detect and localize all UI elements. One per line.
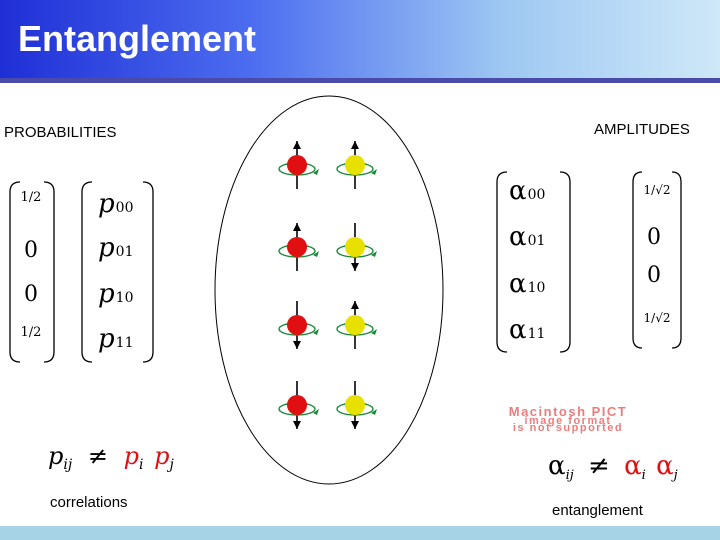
yellow-spin-2 bbox=[336, 301, 377, 349]
amp-vector-entry-2: 0 bbox=[647, 263, 661, 288]
red-spin-0-arrowhead bbox=[293, 141, 301, 149]
red-spin-2 bbox=[278, 301, 319, 349]
prob-vector-entry-0: 1/2 bbox=[21, 190, 42, 205]
spin-pairs bbox=[278, 141, 377, 429]
title-underline bbox=[0, 78, 720, 83]
alpha-vector-entry-0: α00 bbox=[509, 176, 545, 206]
red-spin-2-arrowhead bbox=[293, 341, 301, 349]
entanglement-caption: entanglement bbox=[552, 502, 643, 519]
correlations-caption: correlations bbox=[50, 494, 128, 511]
red-spin-1-arrowhead bbox=[293, 223, 301, 231]
p-vector-entry-3: p11 bbox=[98, 324, 133, 354]
alpha-vector-entry-3: α11 bbox=[509, 315, 545, 345]
yellow-spin-0 bbox=[336, 141, 377, 189]
yellow-spin-1-orbit-arrow bbox=[371, 251, 377, 257]
red-spin-2-ball bbox=[287, 315, 307, 335]
yellow-spin-1-ball bbox=[345, 237, 365, 257]
p-vector-entry-2: p10 bbox=[98, 279, 133, 309]
red-spin-0-ball bbox=[287, 155, 307, 175]
slide-title: Entanglement bbox=[18, 18, 257, 59]
prob-inequality-text: pij ≠ pi pj bbox=[48, 442, 174, 475]
prob-vector-left-bracket bbox=[9, 181, 21, 363]
alpha-vector-entry-2: α10 bbox=[509, 269, 545, 299]
prob-vector-entry-3: 1/2 bbox=[21, 325, 42, 340]
red-spin-1 bbox=[278, 223, 319, 271]
red-spin-3-orbit-arrow bbox=[313, 409, 319, 415]
yellow-spin-0-orbit-arrow bbox=[371, 169, 377, 175]
prob-vector-entry-2: 0 bbox=[24, 282, 38, 307]
p-vector-right-bracket bbox=[142, 181, 154, 363]
pict-warning-placeholder: Macintosh PICT image format is not suppo… bbox=[509, 404, 628, 434]
red-spin-0-orbit-arrow bbox=[313, 169, 319, 175]
amplitudes-heading: AMPLITUDES bbox=[594, 121, 690, 138]
red-spin-0 bbox=[278, 141, 319, 189]
red-spin-1-orbit-arrow bbox=[313, 251, 319, 257]
title-bar bbox=[0, 0, 720, 80]
alpha-vector-left-bracket bbox=[496, 171, 508, 353]
p-vector: p00 p01 p10 p11 bbox=[81, 181, 154, 363]
yellow-spin-3-orbit-arrow bbox=[371, 409, 377, 415]
amp-vector-entry-1: 0 bbox=[647, 225, 661, 250]
prob-vector-entry-1: 0 bbox=[24, 238, 38, 263]
prob-vector-right-bracket bbox=[43, 181, 55, 363]
yellow-spin-2-ball bbox=[345, 315, 365, 335]
alpha-vector: α00 α01 α10 α11 bbox=[496, 171, 571, 353]
yellow-spin-3 bbox=[336, 381, 377, 429]
amp-vector-entry-0: 1/√2 bbox=[644, 183, 671, 197]
red-spin-2-orbit-arrow bbox=[313, 329, 319, 335]
amp-vector-left-bracket bbox=[632, 171, 643, 349]
yellow-spin-3-ball bbox=[345, 395, 365, 415]
yellow-spin-0-arrowhead bbox=[351, 141, 359, 149]
prob-inequality: pij ≠ pi pj bbox=[48, 442, 174, 475]
amp-inequality: αij ≠ αi αj bbox=[548, 451, 678, 486]
yellow-spin-1-arrowhead bbox=[351, 263, 359, 271]
yellow-spin-2-arrowhead bbox=[351, 301, 359, 309]
bottom-bar bbox=[0, 526, 720, 540]
yellow-spin-3-arrowhead bbox=[351, 421, 359, 429]
yellow-spin-0-ball bbox=[345, 155, 365, 175]
probabilities-heading: PROBABILITIES bbox=[4, 124, 117, 141]
amp-vector-entry-3: 1/√2 bbox=[644, 311, 671, 325]
prob-vector: 1/2 0 0 1/2 bbox=[9, 181, 55, 363]
yellow-spin-2-orbit-arrow bbox=[371, 329, 377, 335]
spin-ellipse bbox=[214, 95, 444, 485]
p-vector-entry-0: p00 bbox=[98, 189, 133, 219]
p-vector-left-bracket bbox=[81, 181, 93, 363]
amp-vector: 1/√2 0 0 1/√2 bbox=[632, 171, 682, 349]
pict-warning-line-1: image format bbox=[524, 415, 611, 427]
red-spin-3 bbox=[278, 381, 319, 429]
amp-vector-right-bracket bbox=[671, 171, 682, 349]
red-spin-3-ball bbox=[287, 395, 307, 415]
amp-inequality-text: αij ≠ αi αj bbox=[548, 451, 678, 486]
red-spin-3-arrowhead bbox=[293, 421, 301, 429]
alpha-vector-entry-1: α01 bbox=[509, 222, 545, 252]
p-vector-entry-1: p01 bbox=[98, 233, 133, 263]
alpha-vector-right-bracket bbox=[559, 171, 571, 353]
yellow-spin-1 bbox=[336, 223, 377, 271]
red-spin-1-ball bbox=[287, 237, 307, 257]
pict-warning-line-2: is not supported bbox=[513, 422, 623, 434]
pict-warning-line-0: Macintosh PICT bbox=[509, 404, 628, 419]
